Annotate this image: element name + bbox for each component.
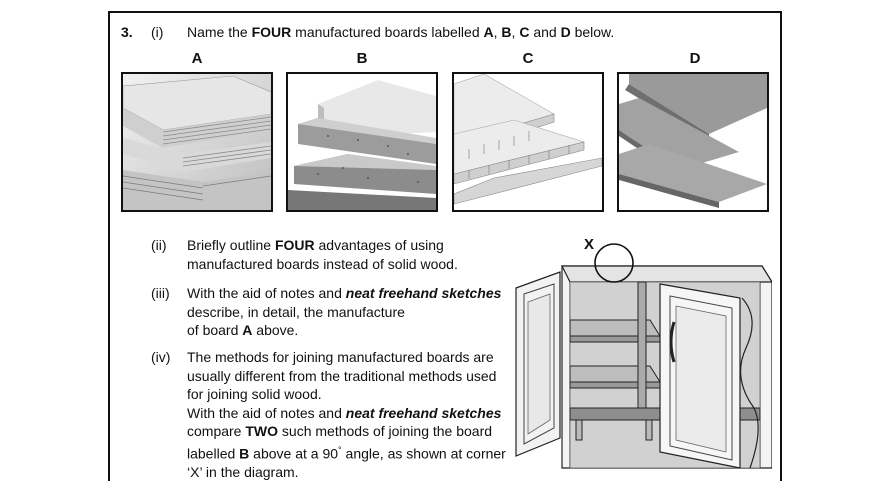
- board-label-d: D: [689, 50, 701, 67]
- part-iv-number: (iv): [151, 349, 171, 365]
- part-iii-number: (iii): [151, 285, 170, 301]
- question-number: 3.: [121, 24, 133, 40]
- question-frame: [108, 11, 782, 481]
- part-iv-text: The methods for joining manufactured boa…: [187, 349, 506, 480]
- cabinet-diagram: [510, 238, 774, 477]
- board-image-chipboard: [286, 72, 438, 212]
- board-label-a: A: [191, 50, 203, 67]
- corner-x-label: X: [584, 236, 595, 253]
- board-image-blockboard: [452, 72, 604, 212]
- board-label-b: B: [356, 50, 368, 67]
- board-label-c: C: [522, 50, 534, 67]
- part-ii-text: Briefly outline FOUR advantages of using…: [187, 237, 458, 272]
- board-image-mdf: [617, 72, 769, 212]
- board-image-plywood: [121, 72, 273, 212]
- part-i-number: (i): [151, 24, 164, 40]
- part-i-text: Name the FOUR manufactured boards labell…: [187, 24, 615, 40]
- part-iii-text: With the aid of notes and neat freehand …: [187, 285, 502, 338]
- part-ii-number: (ii): [151, 237, 167, 253]
